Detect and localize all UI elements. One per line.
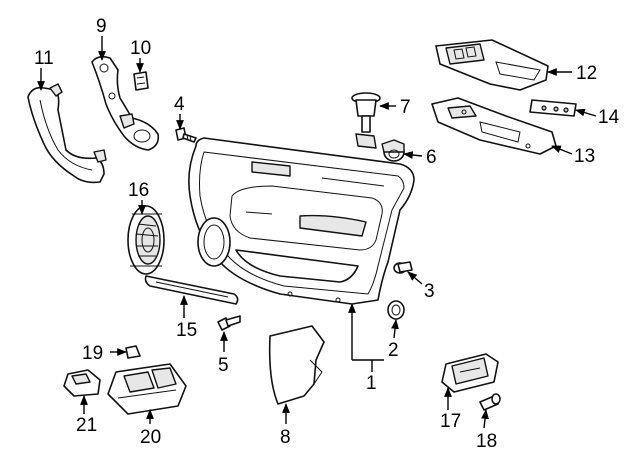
callout-1: 1: [366, 373, 377, 394]
callout-7: 7: [400, 97, 411, 118]
part-16-speaker: [127, 205, 165, 275]
part-17-lamp-housing: [441, 353, 499, 393]
leader-2: [391, 319, 399, 339]
part-6-grommet: [381, 139, 405, 162]
part-21-single-switch: [63, 369, 101, 397]
callout-16: 16: [128, 180, 149, 201]
leader-14: [575, 108, 597, 117]
part-10-clip: [133, 71, 149, 91]
callout-8: 8: [280, 427, 291, 448]
part-11-grip-handle: [27, 83, 107, 184]
callout-5: 5: [218, 355, 229, 376]
callout-13: 13: [574, 146, 595, 167]
callout-2: 2: [388, 340, 399, 361]
part-9-bracket: [91, 55, 160, 151]
part-7-lock-guide: [351, 92, 381, 149]
leader-6: [403, 151, 423, 159]
callout-15: 15: [176, 320, 197, 341]
callout-11: 11: [34, 48, 54, 69]
callout-12: 12: [576, 63, 597, 84]
leader-18: [481, 409, 489, 429]
part-2-grommet: [387, 300, 405, 320]
callout-4: 4: [174, 94, 185, 115]
part-5-screw: [217, 315, 241, 331]
leader-13: [551, 145, 573, 155]
part-12-switch-panel: [435, 39, 549, 91]
callout-6: 6: [426, 147, 437, 168]
part-1-door-trim-panel: [188, 137, 415, 305]
callout-9: 9: [96, 16, 107, 37]
part-8-trim-cover: [268, 325, 325, 405]
part-3-push-clip: [393, 261, 413, 274]
leader-3: [407, 271, 423, 285]
part-14-switch-bezel: [529, 99, 577, 117]
callout-3: 3: [424, 281, 435, 302]
callout-20: 20: [140, 427, 161, 448]
part-4-screw: [175, 127, 197, 143]
part-18-bulb: [479, 393, 501, 411]
callout-14: 14: [598, 107, 620, 128]
callout-21: 21: [76, 415, 97, 436]
part-19-switch-cap: [125, 345, 141, 359]
callout-17: 17: [440, 411, 461, 432]
callout-10: 10: [130, 38, 151, 59]
callout-19: 19: [82, 343, 103, 364]
part-15-weatherstrip: [144, 275, 239, 305]
callout-labels: 11 9 10 4 16 7 6 12 14 13 3 2 1 15 5 8 1…: [34, 16, 620, 452]
leader-lines: [37, 36, 597, 429]
callout-18: 18: [476, 431, 497, 452]
part-20-master-switch: [107, 363, 187, 415]
